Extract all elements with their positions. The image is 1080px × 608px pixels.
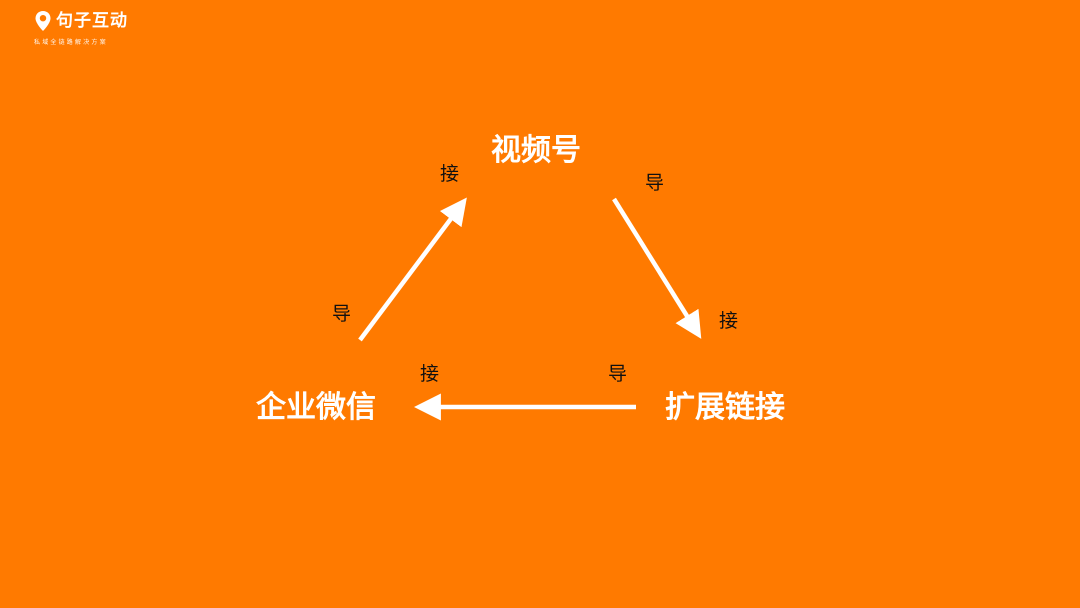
location-pin-icon [35,11,51,31]
brand-name: 句子互动 [56,11,128,31]
edge-label-top-to-right-receive: 接 [719,310,739,332]
arrow-left-to-top [358,197,467,342]
edge-label-top-to-right-guide: 导 [645,172,665,194]
brand-logo: 句子互动 私域全链路解决方案 [34,10,128,46]
edge-label-left-to-top-guide: 导 [332,303,352,325]
brand-tagline: 私域全链路解决方案 [34,39,108,46]
edge-label-right-to-left-receive: 接 [420,363,440,385]
node-extended-link: 扩展链接 [665,390,785,425]
node-wecom: 企业微信 [256,390,376,425]
edge-label-left-to-top-receive: 接 [440,163,460,185]
node-video-account: 视频号 [491,133,581,168]
arrow-top-to-right [612,197,702,339]
edge-label-right-to-left-guide: 导 [608,363,628,385]
